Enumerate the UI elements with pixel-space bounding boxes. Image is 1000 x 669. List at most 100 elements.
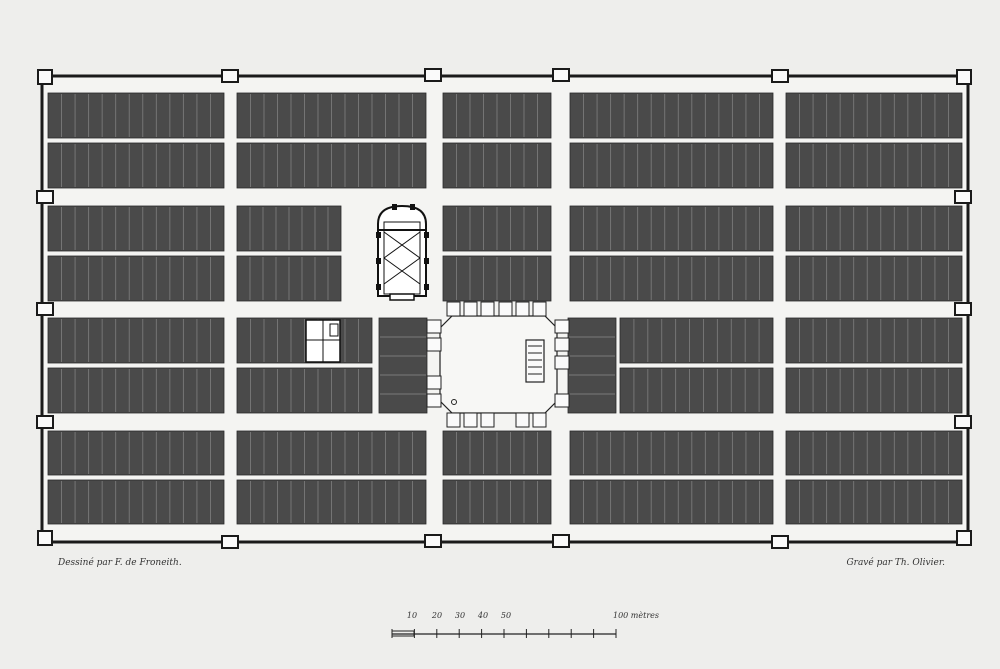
buttress xyxy=(376,284,381,290)
scale-label: 20 xyxy=(431,611,443,620)
wall-gate xyxy=(954,415,972,429)
wall-gate xyxy=(771,535,789,549)
niche xyxy=(532,412,547,428)
burial-block xyxy=(619,367,774,414)
burial-block xyxy=(236,367,373,414)
buttress xyxy=(410,204,415,210)
scale-label: 10 xyxy=(406,611,418,620)
monument-base xyxy=(525,339,545,383)
niche xyxy=(554,393,570,408)
niche xyxy=(426,319,442,334)
burial-block xyxy=(47,479,225,525)
block-fill xyxy=(47,317,225,364)
burial-block xyxy=(569,205,774,252)
monument xyxy=(525,339,545,383)
buttress xyxy=(376,258,381,264)
niche xyxy=(463,412,478,428)
chapel-nave xyxy=(377,229,427,297)
wall-gate xyxy=(552,534,570,548)
burial-block xyxy=(442,255,552,302)
buttress xyxy=(424,284,429,290)
buttress xyxy=(376,232,381,238)
burial-block xyxy=(47,317,225,364)
burial-block xyxy=(785,142,963,189)
niche xyxy=(532,301,547,317)
niche xyxy=(446,301,461,317)
buttress xyxy=(424,232,429,238)
gatehouse-room xyxy=(329,323,339,337)
burial-block xyxy=(785,317,963,364)
burial-block xyxy=(567,317,617,414)
block-fill xyxy=(619,367,774,414)
burial-block xyxy=(47,92,225,139)
wall-gate xyxy=(954,190,972,204)
burial-block xyxy=(47,205,225,252)
block-fill xyxy=(47,205,225,252)
burial-blocks xyxy=(42,76,968,542)
block-fill xyxy=(569,92,774,139)
block-fill xyxy=(569,205,774,252)
central-square xyxy=(426,301,570,428)
scale-bar xyxy=(391,629,617,638)
burial-block xyxy=(47,430,225,476)
block-fill xyxy=(47,255,225,302)
burial-block xyxy=(47,367,225,414)
wall-gate xyxy=(36,190,54,204)
wall-gate xyxy=(36,415,54,429)
wall-gate xyxy=(954,302,972,316)
chapel-apse xyxy=(377,204,427,233)
scale-label: 100 mètres xyxy=(612,611,660,620)
wall-gate xyxy=(771,69,789,83)
burial-block xyxy=(785,430,963,476)
burial-block xyxy=(236,317,373,364)
burial-block xyxy=(569,92,774,139)
wall-gate xyxy=(221,535,239,549)
buildings xyxy=(305,204,570,428)
niche xyxy=(515,301,530,317)
block-fill xyxy=(47,92,225,139)
block-fill xyxy=(567,317,617,414)
burial-block xyxy=(619,317,774,364)
burial-block xyxy=(569,142,774,189)
enclosure-wall xyxy=(36,68,972,549)
scale-label: 40 xyxy=(477,611,489,620)
block-fill xyxy=(569,479,774,525)
scale-label: 50 xyxy=(500,611,512,620)
niche xyxy=(554,319,570,334)
burial-block xyxy=(442,430,552,476)
block-fill xyxy=(47,367,225,414)
burial-block xyxy=(785,479,963,525)
burial-block xyxy=(236,255,342,302)
niche xyxy=(463,301,478,317)
burial-block xyxy=(236,430,427,476)
niche xyxy=(498,301,513,317)
burial-block xyxy=(785,205,963,252)
burial-block xyxy=(236,205,342,252)
burial-block xyxy=(569,430,774,476)
vault-rib xyxy=(383,257,421,285)
burial-block xyxy=(236,92,427,139)
engraver-credit: Gravé par Th. Olivier. xyxy=(846,558,945,568)
block-fill xyxy=(619,317,774,364)
wall-gate xyxy=(221,69,239,83)
well xyxy=(451,399,457,405)
block-fill xyxy=(785,317,963,364)
burial-block xyxy=(785,92,963,139)
buttress xyxy=(392,204,397,210)
niche xyxy=(554,355,570,370)
block-fill xyxy=(47,479,225,525)
burial-block xyxy=(785,367,963,414)
burial-block xyxy=(569,479,774,525)
gatehouse xyxy=(305,319,341,363)
burial-block xyxy=(442,479,552,525)
chapel-porch xyxy=(389,293,415,301)
scale-label: 30 xyxy=(454,611,466,620)
block-fill xyxy=(569,430,774,476)
block-fill xyxy=(785,255,963,302)
niche xyxy=(446,412,461,428)
burial-block xyxy=(442,92,552,139)
block-fill xyxy=(569,142,774,189)
niche xyxy=(426,393,442,408)
wall-gate xyxy=(552,68,570,82)
